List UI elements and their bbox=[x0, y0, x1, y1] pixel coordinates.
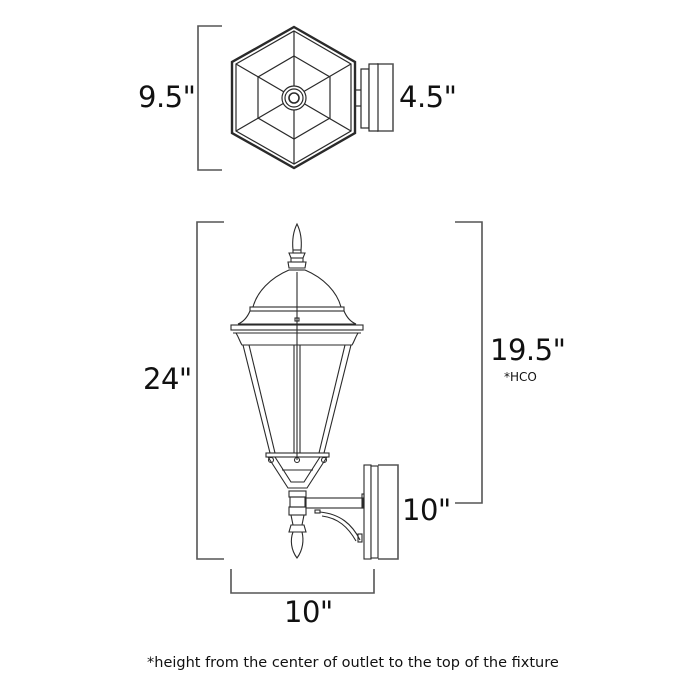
hco-note: *HCO bbox=[504, 370, 537, 384]
backplate-dimension-bracket bbox=[378, 464, 399, 560]
depth-dimension-bracket bbox=[377, 63, 394, 132]
hco-dimension-bracket bbox=[455, 221, 483, 504]
lantern-front-view bbox=[230, 222, 379, 560]
height-dimension-bracket bbox=[196, 221, 224, 560]
top-depth-label: 4.5" bbox=[399, 80, 457, 114]
bottom-width-bracket bbox=[230, 569, 375, 594]
top-view-hexagon bbox=[230, 25, 379, 170]
bottom-width-label: 10" bbox=[284, 595, 333, 629]
backplate-height-label: 10" bbox=[402, 493, 451, 527]
top-width-label: 9.5" bbox=[138, 80, 196, 114]
overall-height-label: 24" bbox=[143, 362, 192, 396]
footnote: *height from the center of outlet to the… bbox=[147, 655, 559, 671]
hco-height-label: 19.5" bbox=[490, 333, 566, 367]
width-dimension-bracket bbox=[197, 25, 222, 171]
